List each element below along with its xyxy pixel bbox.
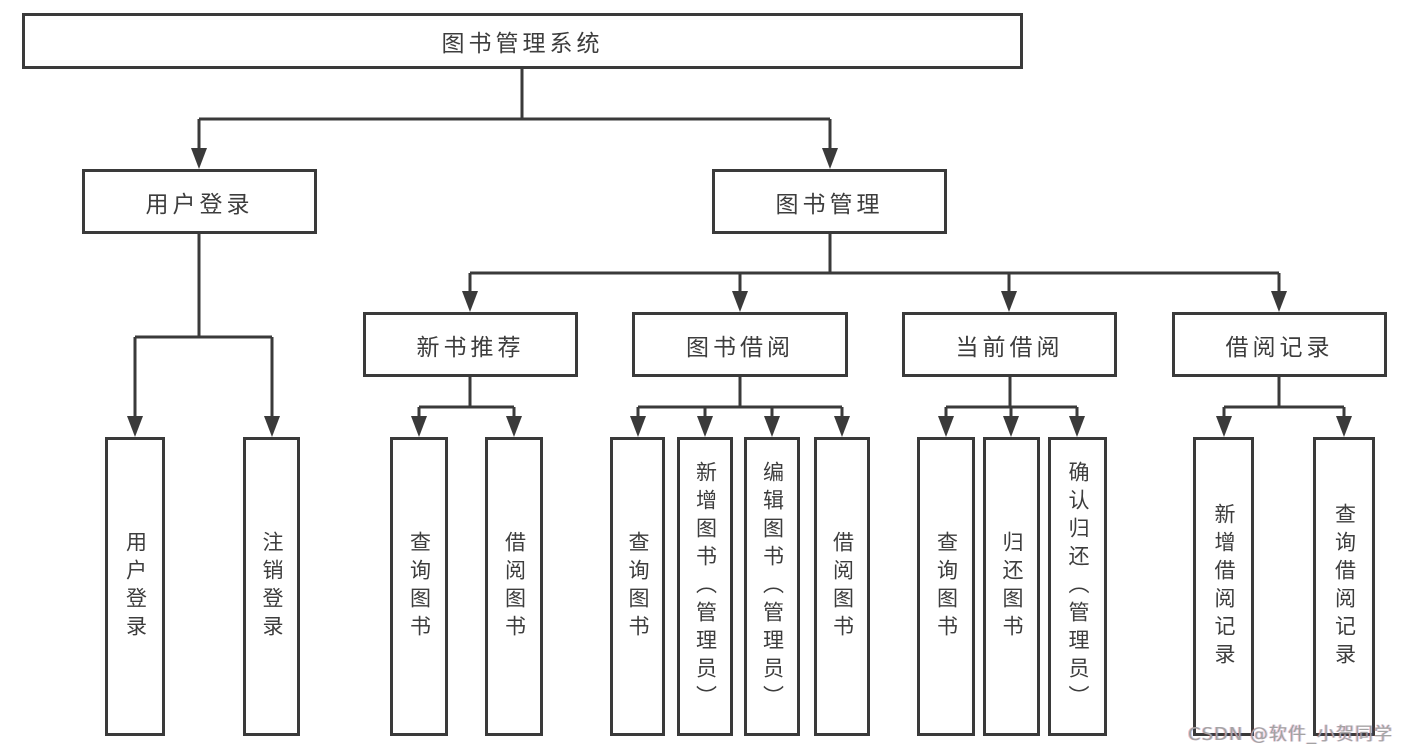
node-label: 查询图书 [407, 530, 432, 643]
arrowheads [127, 148, 1352, 437]
node-new-book-recommend: 新书推荐 [363, 312, 578, 377]
arrowhead-icon [1001, 291, 1017, 312]
node-query-books-under-current: 查询图书 [917, 437, 975, 736]
node-label: 确认归还（管理员） [1066, 460, 1090, 713]
arrowhead-icon [732, 291, 748, 312]
arrowhead-icon [264, 416, 280, 437]
arrowhead-icon [697, 416, 713, 437]
arrowhead-icon [127, 416, 143, 437]
node-query-books-under-recommend: 查询图书 [390, 437, 448, 736]
node-return-books: 归还图书 [983, 437, 1040, 736]
arrowhead-icon [630, 416, 646, 437]
csdn-watermark: CSDN @软件_小贺同学 [1188, 724, 1394, 745]
node-logout: 注销登录 [243, 437, 300, 736]
node-confirm-return-admin: 确认归还（管理员） [1048, 437, 1107, 736]
arrowhead-icon [191, 148, 207, 169]
node-add-books-admin: 新增图书（管理员） [677, 437, 733, 736]
node-query-books-under-borrow: 查询图书 [610, 437, 665, 736]
arrowhead-icon [834, 416, 850, 437]
arrowhead-icon [411, 416, 427, 437]
node-label: 新增图书（管理员） [693, 460, 718, 713]
node-label: 新书推荐 [416, 334, 525, 361]
arrowhead-icon [1336, 416, 1352, 437]
node-label: 当前借阅 [955, 334, 1064, 361]
node-query-borrow-record: 查询借阅记录 [1313, 437, 1375, 736]
node-label: 新增借阅记录 [1212, 502, 1236, 671]
arrowhead-icon [506, 416, 522, 437]
node-book-borrow: 图书借阅 [632, 312, 848, 377]
node-label: 用户登录 [123, 530, 148, 643]
connector-line [133, 69, 1346, 419]
node-borrow-records: 借阅记录 [1172, 312, 1387, 377]
arrowhead-icon [764, 416, 780, 437]
node-label: 归还图书 [1000, 530, 1024, 643]
node-label: 借阅图书 [830, 530, 855, 643]
node-label: 查询借阅记录 [1332, 502, 1357, 671]
node-label: 注销登录 [260, 530, 284, 643]
node-label: 查询图书 [934, 530, 959, 643]
node-user-login-leaf: 用户登录 [105, 437, 165, 736]
node-label: 图书借阅 [686, 334, 794, 361]
node-label: 图书管理系统 [441, 31, 604, 57]
arrowhead-icon [462, 291, 478, 312]
node-label: 借阅图书 [502, 530, 527, 643]
node-library-management-system: 图书管理系统 [22, 13, 1023, 69]
arrowhead-icon [1271, 291, 1287, 312]
node-label: 借阅记录 [1225, 334, 1334, 361]
node-label: 用户登录 [145, 191, 254, 218]
node-borrow-books-under-borrow: 借阅图书 [814, 437, 870, 736]
node-book-management: 图书管理 [712, 169, 947, 234]
node-borrow-books-under-recommend: 借阅图书 [485, 437, 543, 736]
node-current-borrow: 当前借阅 [902, 312, 1117, 377]
arrowhead-icon [1069, 416, 1085, 437]
arrowhead-icon [938, 416, 954, 437]
node-label: 编辑图书（管理员） [760, 460, 785, 713]
node-user-login: 用户登录 [82, 169, 317, 234]
node-edit-books-admin: 编辑图书（管理员） [744, 437, 800, 736]
arrowhead-icon [822, 148, 838, 169]
node-label: 图书管理 [775, 191, 884, 218]
arrowhead-icon [1003, 416, 1019, 437]
node-add-borrow-record: 新增借阅记录 [1193, 437, 1254, 736]
arrowhead-icon [1216, 416, 1232, 437]
node-label: 查询图书 [626, 530, 650, 643]
